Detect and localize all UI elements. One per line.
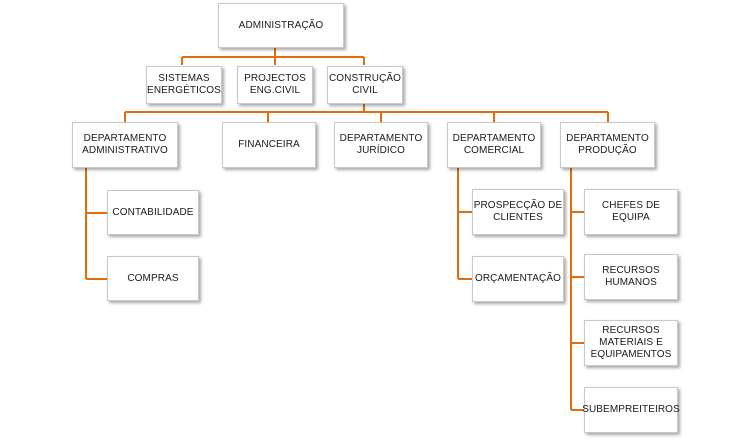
node-departamento-producao: DEPARTAMENTO PRODUÇÃO (560, 122, 655, 168)
node-label: SISTEMAS ENERGÉTICOS (147, 73, 221, 96)
node-label: COMPRAS (127, 272, 179, 284)
node-label: RECURSOS HUMANOS (602, 265, 660, 288)
node-financeira: FINANCEIRA (222, 122, 316, 168)
node-label: CONTABILIDADE (112, 206, 194, 218)
node-departamento-administrativo: DEPARTAMENTO ADMINISTRATIVO (72, 122, 178, 168)
node-label: RECURSOS MATERIAIS E EQUIPAMENTOS (590, 325, 672, 360)
node-recursos-humanos: RECURSOS HUMANOS (584, 254, 678, 300)
node-departamento-comercial: DEPARTAMENTO COMERCIAL (447, 122, 541, 168)
node-label: DEPARTAMENTO COMERCIAL (452, 133, 536, 156)
node-label: DEPARTAMENTO PRODUÇÃO (566, 133, 649, 156)
node-label: PROSPECÇÃO DE CLIENTES (473, 200, 563, 223)
node-compras: COMPRAS (107, 256, 199, 301)
node-label: CHEFES DE EQUIPA (601, 200, 661, 223)
node-label: SUBEMPREITEIROS (582, 404, 680, 415)
node-recursos-materiais-e-equipamentos: RECURSOS MATERIAIS E EQUIPAMENTOS (584, 320, 678, 366)
node-label: ADMINISTRAÇÃO (238, 19, 324, 31)
node-label: PROJECTOS ENG.CIVIL (244, 73, 306, 96)
node-administracao: ADMINISTRAÇÃO (218, 3, 344, 48)
node-label: DEPARTAMENTO JURÍDICO (339, 133, 423, 156)
node-chefes-de-equipa: CHEFES DE EQUIPA (584, 189, 678, 235)
node-sistemas-energeticos: SISTEMAS ENERGÉTICOS (146, 66, 222, 104)
node-orcamentacao: ORÇAMENTAÇÃO (472, 256, 564, 302)
node-label: FINANCEIRA (238, 139, 300, 150)
node-departamento-juridico: DEPARTAMENTO JURÍDICO (334, 122, 428, 168)
node-label: ORÇAMENTAÇÃO (474, 273, 562, 284)
node-construcao-civil: CONSTRUÇÃO CIVIL (327, 66, 403, 104)
node-projectos-eng-civil: PROJECTOS ENG.CIVIL (237, 66, 313, 104)
node-label: CONSTRUÇÃO CIVIL (328, 73, 402, 96)
node-contabilidade: CONTABILIDADE (107, 190, 199, 235)
node-prospeccao-de-clientes: PROSPECÇÃO DE CLIENTES (472, 189, 564, 235)
node-subempreiteiros: SUBEMPREITEIROS (582, 387, 680, 433)
node-label: DEPARTAMENTO ADMINISTRATIVO (82, 133, 168, 156)
